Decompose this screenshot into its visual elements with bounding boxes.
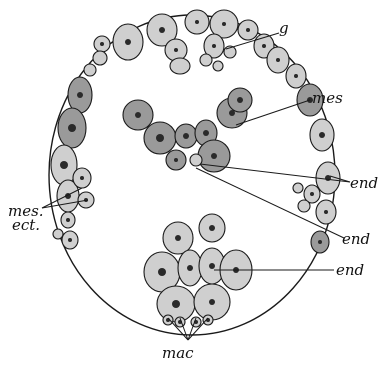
ectoderm-cell xyxy=(316,200,336,224)
mesoderm-cluster xyxy=(123,88,252,172)
ectoderm-cell xyxy=(286,64,306,88)
ectoderm-cell xyxy=(93,51,107,65)
mesoderm-cell xyxy=(228,88,252,112)
label-end-lower: end xyxy=(336,261,364,279)
mesoderm-cell xyxy=(144,122,176,154)
ectoderm-cell xyxy=(94,36,110,52)
label-mes-ect-line2: ect. xyxy=(12,216,40,234)
germ-cell xyxy=(170,58,190,74)
label-g: g xyxy=(279,19,289,37)
label-end-upper: end xyxy=(350,174,378,192)
macromere-cell xyxy=(203,315,213,325)
ectoderm-cell xyxy=(267,47,289,73)
ectoderm-cell xyxy=(311,231,329,253)
label-end-middle: end xyxy=(342,230,370,248)
ectoderm-cell xyxy=(62,231,78,249)
ectoderm-cell xyxy=(84,64,96,76)
germ-cell xyxy=(165,39,187,61)
germ-cell-cluster xyxy=(165,34,236,74)
endoderm-cluster xyxy=(144,214,252,322)
mesoderm-cell xyxy=(175,124,197,148)
endoderm-cell xyxy=(157,286,195,322)
mesoderm-cell xyxy=(166,150,186,170)
macromere-cell xyxy=(163,315,173,325)
ectoderm-cell xyxy=(113,24,143,60)
ectoderm-cell xyxy=(310,119,334,151)
endoderm-cell xyxy=(199,214,225,242)
germ-cell xyxy=(213,61,223,71)
germ-cell xyxy=(200,54,212,66)
ectoderm-cell xyxy=(73,168,91,188)
endoderm-cell xyxy=(194,284,230,320)
ectoderm-cell xyxy=(298,200,310,212)
ectoderm-cell xyxy=(293,183,303,193)
ectoderm-cell xyxy=(185,10,209,34)
endoderm-cell xyxy=(178,250,202,286)
endoderm-cell xyxy=(163,222,193,254)
ectoderm-cell xyxy=(61,212,75,228)
ectoderm-cell xyxy=(53,229,63,239)
ectoderm-cell xyxy=(58,108,86,148)
ectoderm-cell xyxy=(238,20,258,40)
label-mes: mes xyxy=(312,89,343,107)
label-mac: mac xyxy=(162,344,194,362)
mesoderm-cell xyxy=(123,100,153,130)
